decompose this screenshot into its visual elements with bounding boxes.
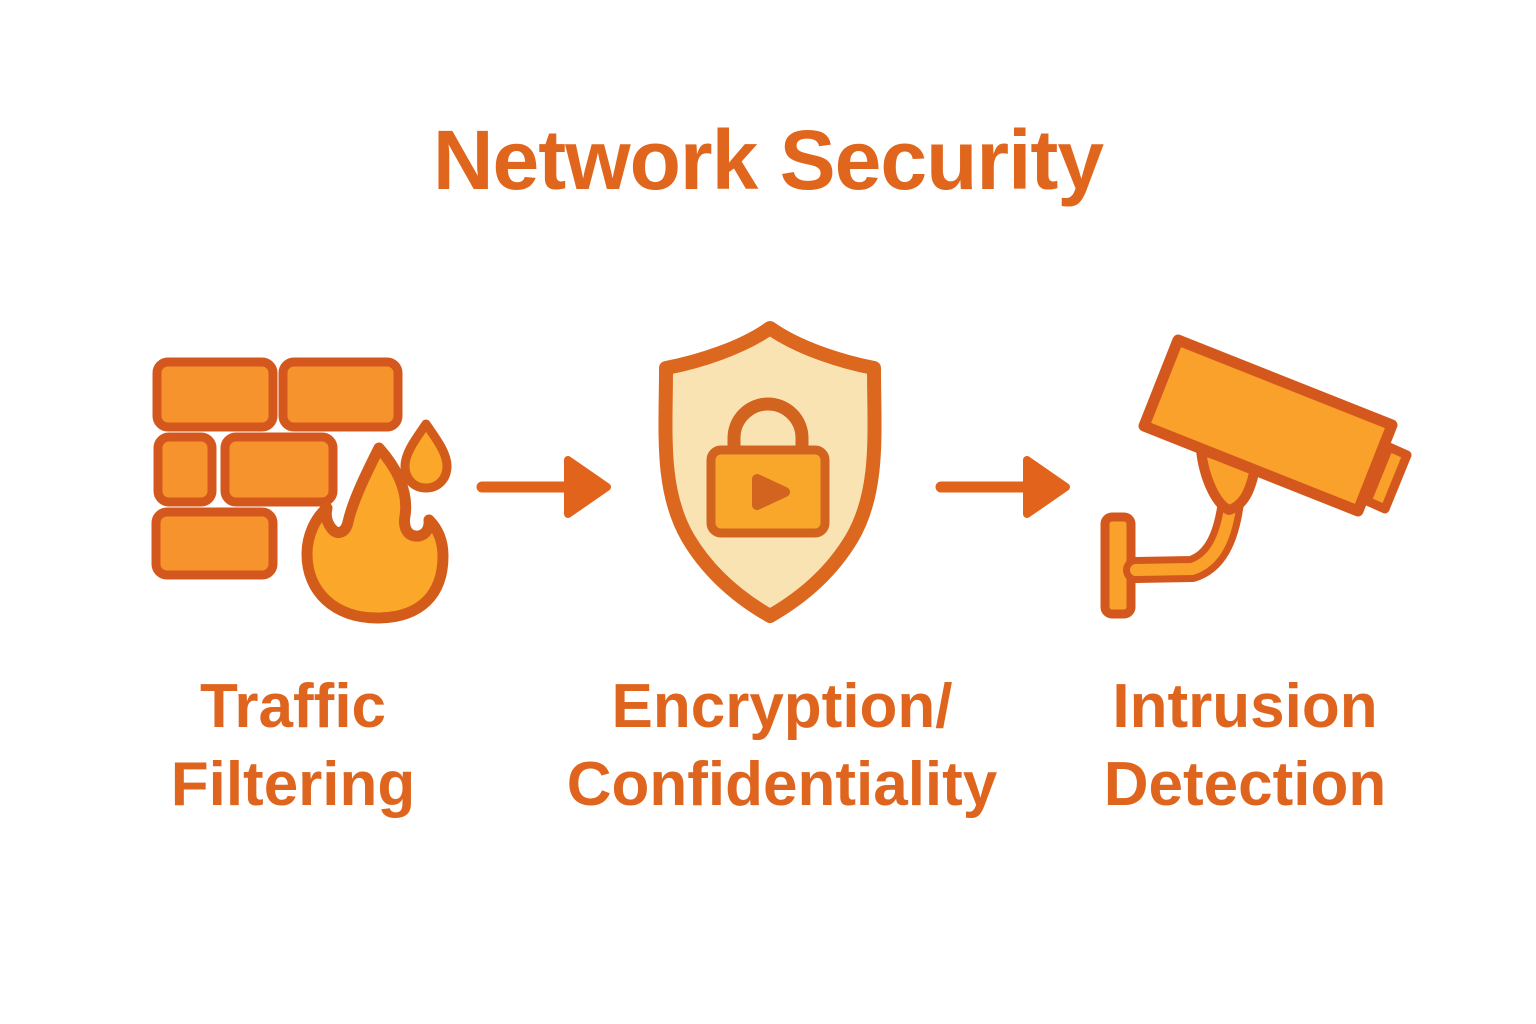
label-line: Traffic	[199, 672, 387, 741]
label-line: Intrusion	[1112, 672, 1378, 741]
brick-icon	[153, 432, 217, 507]
label-line: Encryption/	[611, 672, 953, 741]
flame-icon	[301, 442, 449, 624]
cctv-camera-icon	[1088, 322, 1418, 637]
label-line: Filtering	[170, 750, 416, 820]
arrow-right-icon	[474, 447, 614, 532]
droplet-icon	[400, 419, 452, 493]
brick-icon	[152, 357, 278, 432]
label-traffic-filtering: Traffic Filtering	[43, 668, 543, 824]
label-encryption-confidentiality: Encryption/ Confidentiality	[532, 668, 1032, 824]
label-line: Confidentiality	[566, 750, 998, 820]
padlock-icon	[706, 397, 830, 538]
brick-icon	[278, 357, 403, 432]
camera-body	[1138, 334, 1398, 517]
padlock-shackle	[727, 397, 809, 452]
padlock-keyhole	[752, 474, 790, 510]
label-intrusion-detection: Intrusion Detection	[995, 668, 1495, 824]
brick-icon	[151, 507, 278, 580]
shield-graphic	[658, 321, 882, 623]
label-line: Detection	[1103, 750, 1387, 820]
firewall-bricks-flame-graphic	[151, 357, 452, 624]
arrow-right-icon	[933, 447, 1073, 532]
shield-lock-icon	[640, 316, 900, 633]
firewall-icon	[150, 335, 470, 640]
camera-graphic	[1100, 334, 1412, 619]
page-title: Network Security	[432, 113, 1104, 207]
brick-icon	[220, 432, 338, 507]
